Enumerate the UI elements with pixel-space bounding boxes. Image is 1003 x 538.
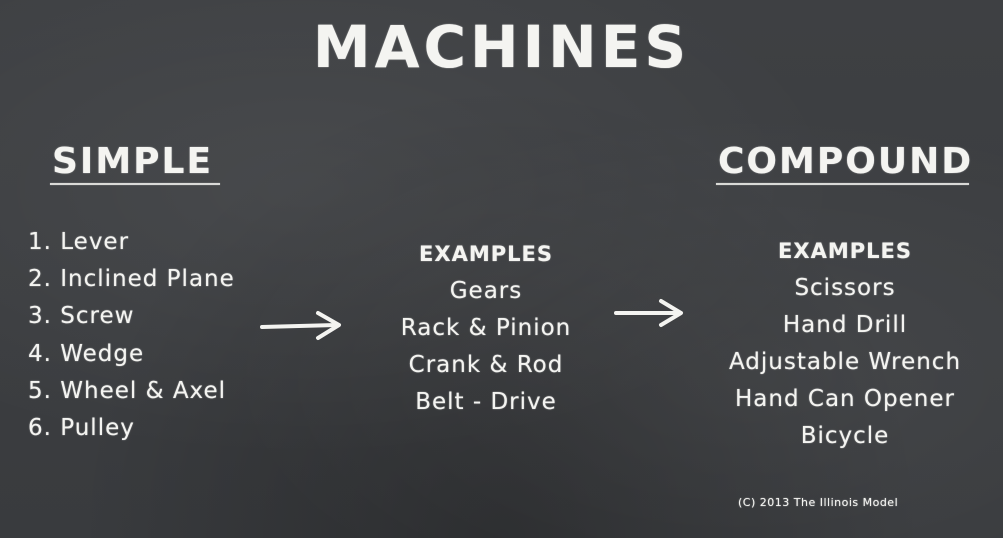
list-item: Gears xyxy=(449,278,523,304)
list-item: 5. Wheel & Axel xyxy=(28,377,227,404)
list-item: 6. Pulley xyxy=(28,415,135,442)
list-item: 4. Wedge xyxy=(28,340,145,367)
simple-machines-list: 1. Lever 2. Inclined Plane 3. Screw 4. W… xyxy=(28,224,235,447)
list-item: Belt - Drive xyxy=(415,389,557,415)
list-item: Crank & Rod xyxy=(408,352,564,378)
compound-examples-list: EXAMPLES Scissors Hand Drill Adjustable … xyxy=(700,233,990,455)
list-item: Bicycle xyxy=(800,423,890,449)
list-item: Hand Drill xyxy=(782,312,908,338)
list-item: 1. Lever xyxy=(28,229,130,255)
list-item: Scissors xyxy=(794,275,896,301)
simple-heading-underline xyxy=(50,183,220,185)
list-item: 2. Inclined Plane xyxy=(28,266,235,293)
examples-heading: EXAMPLES xyxy=(778,239,912,263)
list-item: Hand Can Opener xyxy=(735,386,955,412)
arrow-right-icon xyxy=(260,311,341,340)
list-item: Rack & Pinion xyxy=(400,315,572,341)
simple-heading: SIMPLE xyxy=(52,141,214,182)
compound-heading-underline xyxy=(716,183,969,185)
arrow-right-icon xyxy=(614,299,683,327)
compound-heading: COMPOUND xyxy=(718,141,974,182)
list-item: Adjustable Wrench xyxy=(728,349,962,375)
list-item: 3. Screw xyxy=(28,303,135,330)
page-title: MACHINES xyxy=(312,13,691,81)
copyright-footer: (C) 2013 The Illinois Model xyxy=(738,496,899,509)
middle-examples-list: EXAMPLES Gears Rack & Pinion Crank & Rod… xyxy=(360,236,612,421)
examples-heading: EXAMPLES xyxy=(419,242,553,266)
